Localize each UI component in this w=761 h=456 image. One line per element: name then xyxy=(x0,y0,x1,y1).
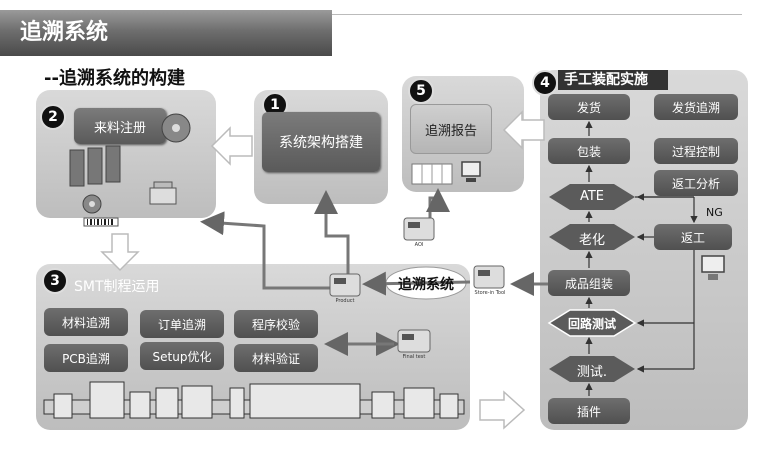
server-rack-icon xyxy=(69,145,121,187)
flow-diamond-loop-test xyxy=(547,309,637,337)
flow-insertion: 插件 xyxy=(548,398,630,424)
header-divider xyxy=(332,14,742,15)
device-store-in-icon xyxy=(473,265,505,289)
printer-icon xyxy=(149,181,177,205)
smt-item-program-check: 程序校验 xyxy=(234,310,318,338)
ng-label: NG xyxy=(706,206,723,219)
side-rework-analysis: 返工分析 xyxy=(654,170,738,196)
device-final-test-icon xyxy=(397,329,431,353)
device-aoi-icon xyxy=(403,217,435,241)
report-sheet-icon xyxy=(411,163,453,185)
page-title: 追溯系统 xyxy=(0,10,332,56)
smt-item-order-trace: 订单追溯 xyxy=(140,310,224,338)
device-final-test-label: Final test xyxy=(402,354,426,360)
hollow-arrow-1-to-2 xyxy=(210,126,253,166)
diamond-ate-label: ATE xyxy=(579,189,605,204)
arrow-product-to-panel5 xyxy=(426,188,450,228)
smt-item-setup-optimize: Setup优化 xyxy=(140,342,224,370)
center-trace-system-label: 追溯系统 xyxy=(398,277,454,293)
diamond-aging-label: 老化 xyxy=(578,233,605,248)
device-product-icon xyxy=(329,273,361,297)
incoming-registration-box: 来料注册 xyxy=(74,108,166,144)
smt-process-label: SMT制程运用 xyxy=(74,279,160,295)
hollow-arrow-3-to-4 xyxy=(479,390,526,430)
diamond-test-label: 测试. xyxy=(576,365,608,380)
trace-report-box: 追溯报告 xyxy=(410,104,492,154)
device-aoi-label: AOI xyxy=(414,242,424,248)
badge-5: 5 xyxy=(408,78,434,104)
flow-finished-assembly: 成品组装 xyxy=(548,270,630,296)
hollow-arrow-down-2-to-3 xyxy=(100,233,140,272)
manual-assembly-label: 手工装配实施 xyxy=(558,70,668,90)
smt-item-pcb-trace: PCB追溯 xyxy=(44,344,128,372)
flow-diamond-ate xyxy=(549,184,635,210)
side-ship-trace: 发货追溯 xyxy=(654,94,738,120)
barcode-icon xyxy=(83,217,119,227)
flow-diamond-test xyxy=(549,356,635,382)
smt-item-material-trace: 材料追溯 xyxy=(44,308,128,336)
smt-machine-line xyxy=(43,381,465,419)
arrow-store-to-product xyxy=(362,271,471,296)
side-process-control: 过程控制 xyxy=(654,138,738,164)
badge-4: 4 xyxy=(532,70,558,96)
arrow-product-to-panel2 xyxy=(200,211,330,290)
monitor-icon xyxy=(461,161,481,182)
arrow-product-to-panel1 xyxy=(314,190,350,274)
cd-icon xyxy=(82,113,191,214)
device-store-in-label: Store-in Tool xyxy=(474,290,506,296)
flow-diamond-aging xyxy=(549,224,635,250)
diamond-loop-test-label: 回路测试 xyxy=(567,317,616,331)
badge-3: 3 xyxy=(42,268,68,294)
smt-item-material-verify: 材料验证 xyxy=(234,344,318,372)
flow-ship: 发货 xyxy=(548,94,630,120)
side-rework: 返工 xyxy=(654,224,732,250)
hollow-arrow-4-to-5 xyxy=(502,110,545,150)
badge-2: 2 xyxy=(40,104,66,130)
computer-icon xyxy=(701,255,725,280)
system-architecture-box: 系统架构搭建 xyxy=(262,112,380,172)
device-product-label: Product xyxy=(335,298,355,304)
flow-pack: 包装 xyxy=(548,138,630,164)
page-subtitle: --追溯系统的构建 xyxy=(44,68,185,89)
